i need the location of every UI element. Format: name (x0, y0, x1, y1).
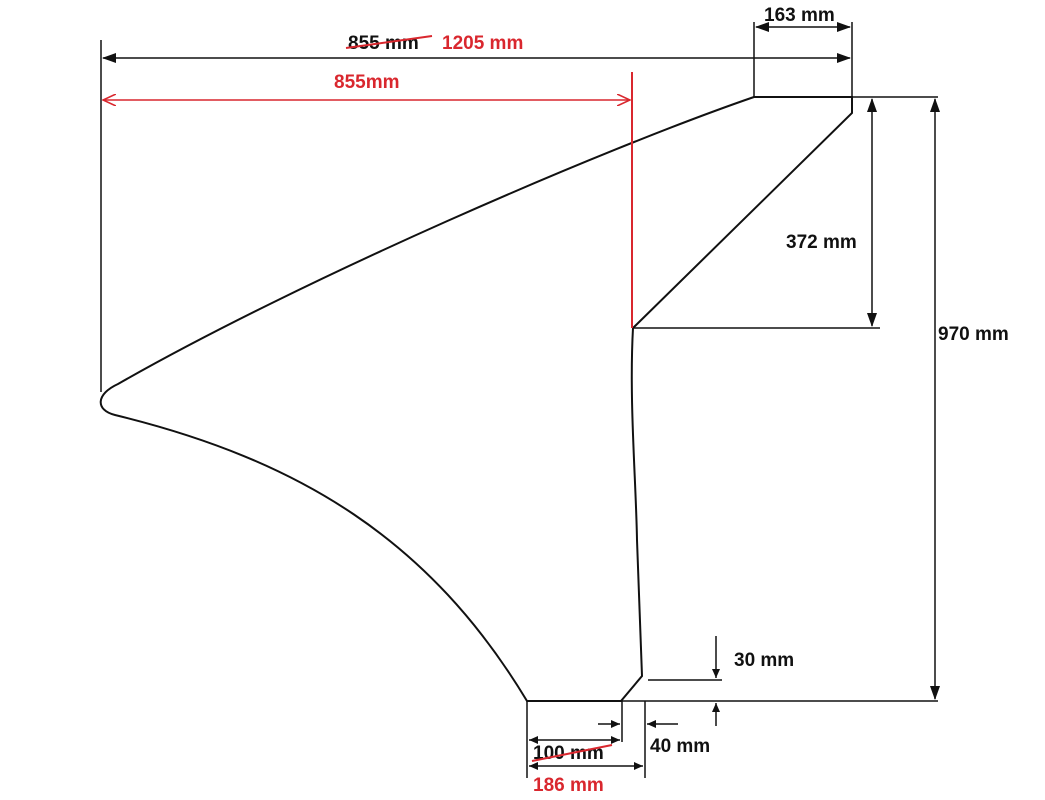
overall-width-old-strikethrough (345, 35, 433, 49)
right-upper-height-label: 372 mm (786, 232, 857, 253)
bottom-offset-label: 40 mm (650, 736, 710, 757)
overall-width-new-label: 1205 mm (442, 33, 523, 54)
top-edge-label: 163 mm (764, 5, 835, 26)
part-outline (99, 96, 853, 702)
bottom-step-label: 30 mm (734, 650, 794, 671)
bottom-width-new-label: 186 mm (533, 775, 604, 796)
inner-width-label: 855mm (334, 72, 400, 93)
total-height-label: 970 mm (938, 324, 1009, 345)
bottom-width-old-strikethrough (531, 744, 613, 762)
